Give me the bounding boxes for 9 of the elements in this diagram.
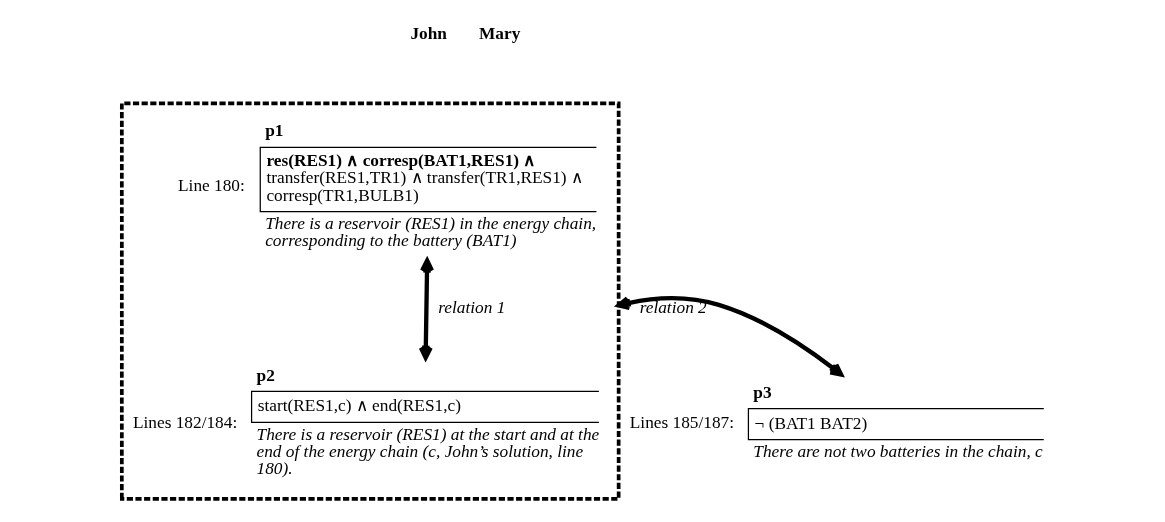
node-label: Lines 182/184: xyxy=(132,413,238,433)
edge-label: relation 1 xyxy=(438,298,506,318)
node-text: p3 ¬ (BAT1 BAT2) There are not two batteries in the chain, c xyxy=(753,382,1043,462)
label: Mary xyxy=(479,23,521,43)
node-label: Line 180: xyxy=(178,176,245,196)
node-text: p1 res(RES1) ∧ corresp(BAT1,RES1) ∧ transfer(RES1,TR1) ∧ transfer(TR1,RES1) ∧ corresp(TR1,BULB1) There is a reservoir (RES1) in the energy chain, corresponding to the battery (BAT1) xyxy=(265,121,597,251)
node-text: p2 start(RES1,c) ∧ end(RES1,c) There is a reservoir (RES1) at the start and at the end of the energy chain (c, John’s solution, line 180). xyxy=(256,365,600,479)
node-label: Lines 185/187: xyxy=(629,413,735,433)
label: John xyxy=(410,23,447,43)
